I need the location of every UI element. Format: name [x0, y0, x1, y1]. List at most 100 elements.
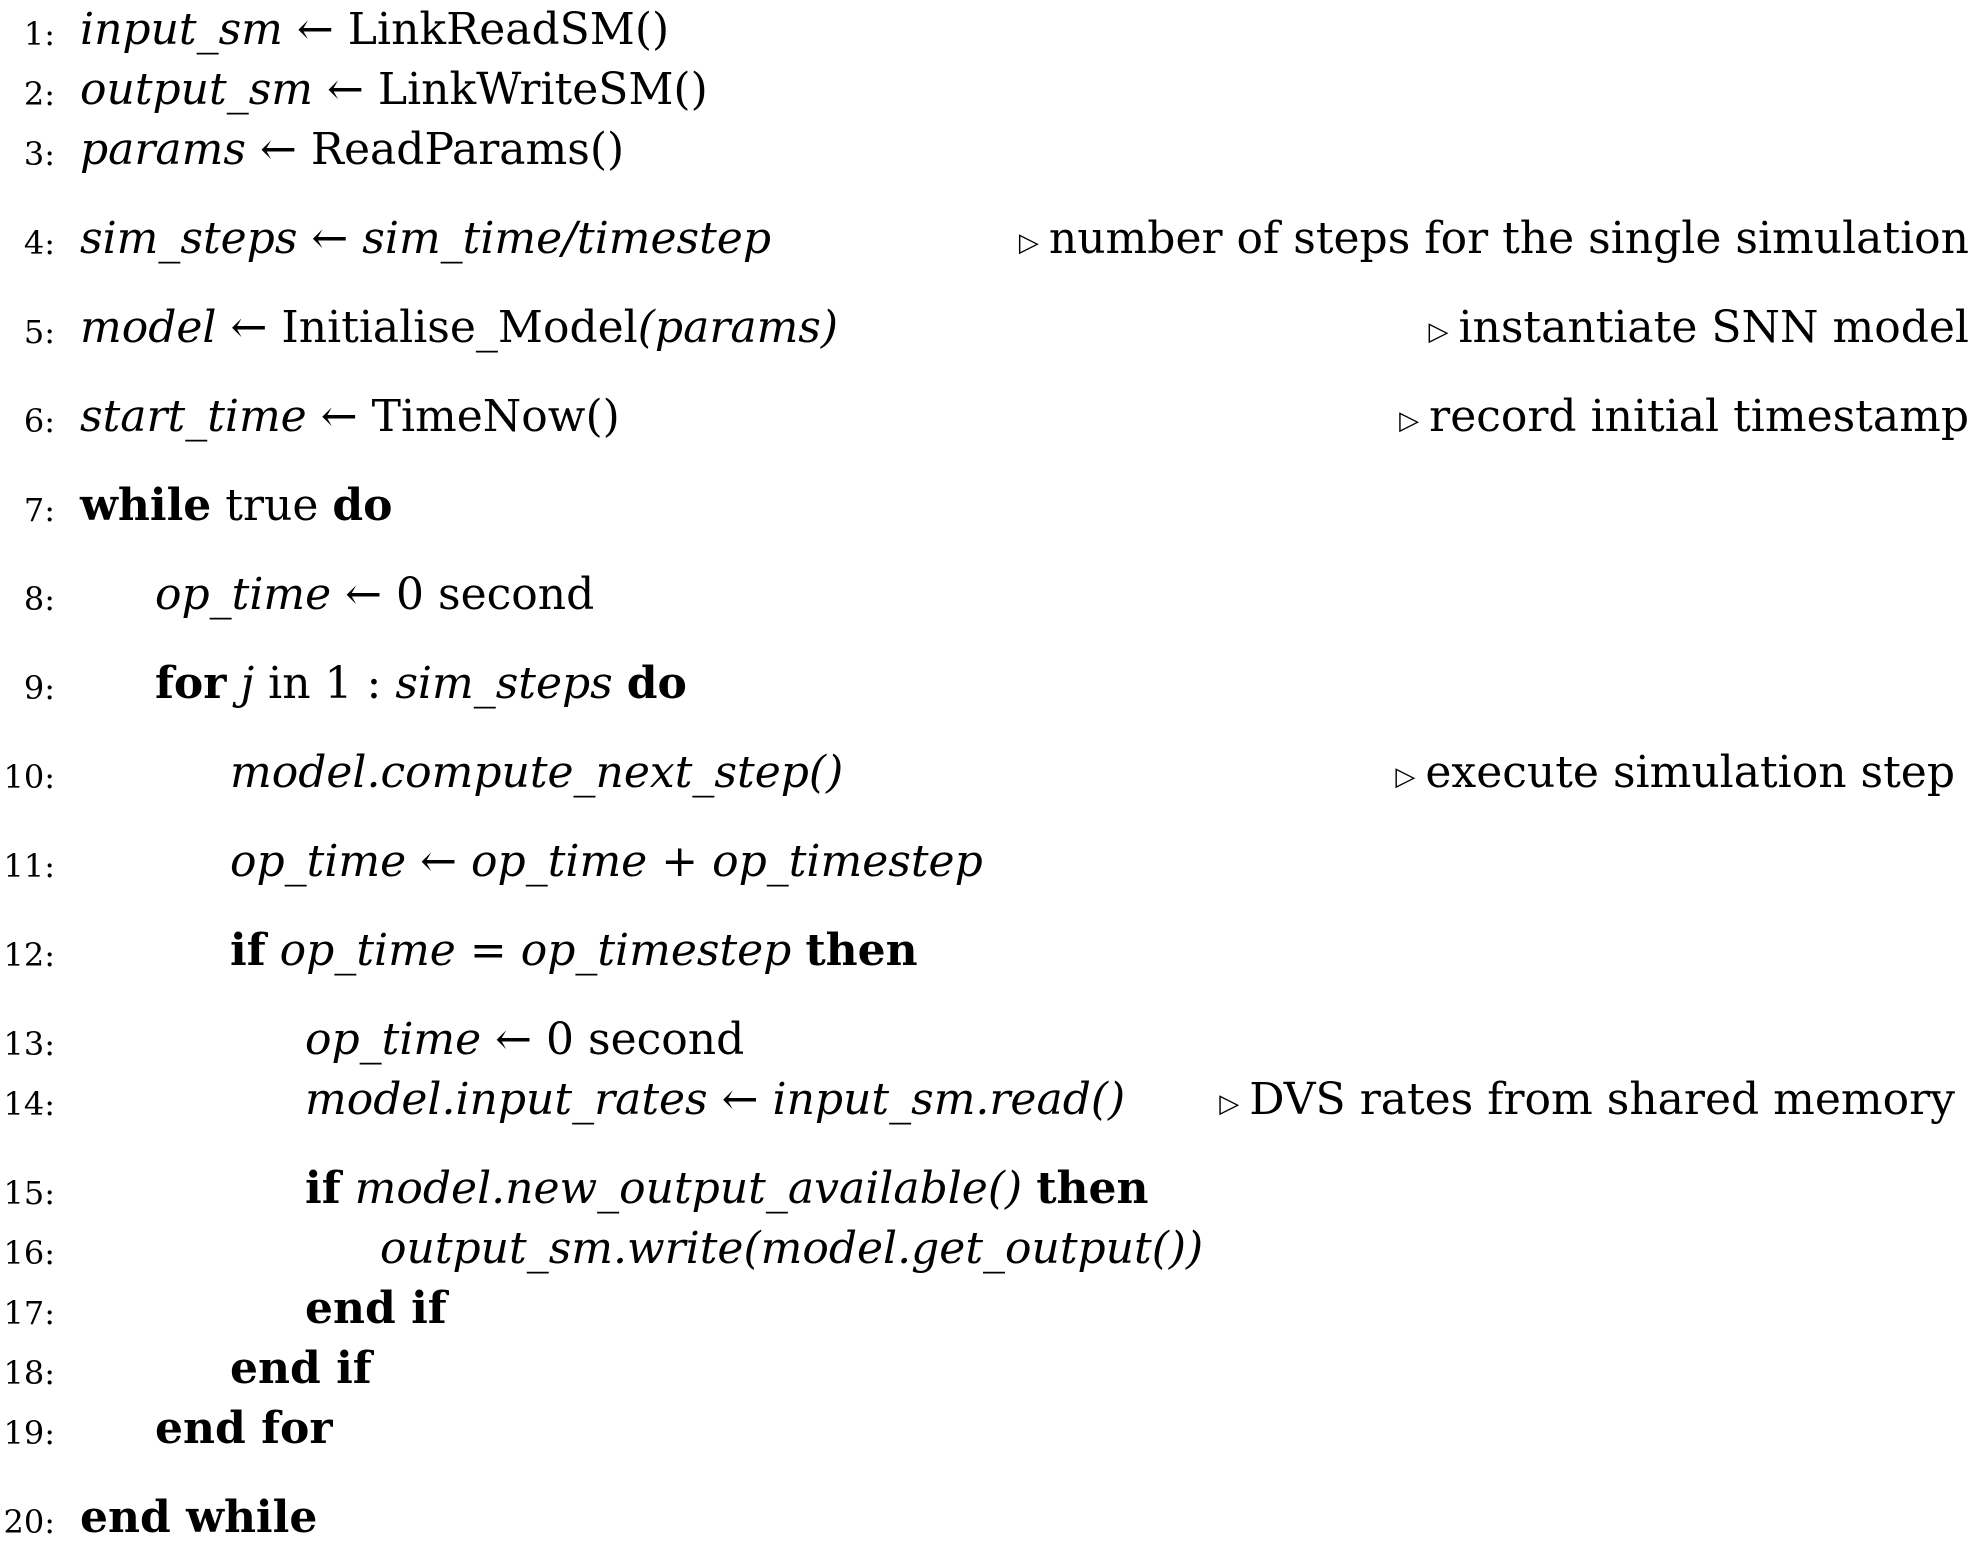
condition-rhs: op_timestep: [520, 925, 792, 976]
line-number: 15:: [3, 1174, 56, 1212]
line-number: 3:: [23, 135, 55, 173]
line-comment: ▷instantiate SNN model: [1428, 306, 1969, 350]
plus-operator: +: [661, 836, 699, 887]
assign-arrow: ←: [721, 1074, 759, 1125]
line-number: 17:: [3, 1294, 56, 1332]
line-number: 9:: [23, 669, 55, 707]
algorithm-line: 2: output_sm ← LinkWriteSM(): [0, 60, 1977, 120]
comment-text: instantiate SNN model: [1458, 302, 1969, 353]
line-number: 16:: [3, 1234, 56, 1272]
line-code: op_time ← op_time + op_timestep: [230, 840, 983, 884]
condition: model.new_output_available(): [354, 1163, 1023, 1214]
line-code: for j in 1 : sim_steps do: [155, 662, 687, 706]
condition: true: [225, 480, 319, 531]
algorithm-line: 3: params ← ReadParams(): [0, 120, 1977, 180]
comment-text: number of steps for the single simulatio…: [1048, 213, 1969, 264]
algorithm-line: 11: op_time ← op_time + op_timestep: [0, 832, 1977, 892]
line-code: model.compute_next_step(): [230, 751, 843, 795]
function-call: LinkReadSM(): [347, 4, 670, 55]
line-number: 20:: [3, 1503, 56, 1541]
line-number: 1:: [23, 15, 55, 53]
line-code: if op_time = op_timestep then: [230, 929, 918, 973]
function-argument: (params): [637, 302, 839, 353]
statement: output_sm.write(model.get_output()): [380, 1223, 1204, 1274]
line-number: 6:: [23, 402, 55, 440]
assign-arrow: ←: [230, 302, 268, 353]
keyword: do: [626, 658, 687, 709]
algorithm-line: 4: sim_steps ← sim_time/timestep ▷number…: [0, 209, 1977, 269]
line-number: 4:: [23, 224, 55, 262]
algorithm-line: 12: if op_time = op_timestep then: [0, 921, 1977, 981]
line-code: input_sm ← LinkReadSM(): [80, 8, 669, 52]
line-code: output_sm ← LinkWriteSM(): [80, 68, 708, 112]
algorithm-line: 20: end while: [0, 1488, 1977, 1548]
comment-text: execute simulation step: [1425, 747, 1955, 798]
line-number: 19:: [3, 1414, 56, 1452]
algorithm-line: 6: start_time ← TimeNow() ▷ record initia…: [0, 387, 1977, 447]
keyword: for: [155, 658, 227, 709]
comment-triangle-icon: ▷: [1018, 227, 1039, 258]
line-number: 14:: [3, 1085, 56, 1123]
line-comment: ▷execute simulation step: [1395, 751, 1955, 795]
algorithm-line: 13: op_time ← 0 second: [0, 1010, 1977, 1070]
function-call: input_sm.read(): [772, 1074, 1126, 1125]
algorithm-line: 19: end for: [0, 1399, 1977, 1459]
keyword: then: [1036, 1163, 1149, 1214]
line-code: op_time ← 0 second: [305, 1018, 744, 1062]
variable: model: [80, 302, 217, 353]
function-call: TimeNow(): [371, 391, 620, 442]
keyword: end if: [305, 1283, 447, 1334]
loop-end: sim_steps: [395, 658, 613, 709]
line-code: while true do: [80, 484, 393, 528]
statement: model.compute_next_step(): [230, 747, 844, 798]
line-number: 18:: [3, 1354, 56, 1392]
condition-lhs: op_time: [279, 925, 456, 976]
algorithm-line: 8: op_time ← 0 second: [0, 565, 1977, 625]
variable: op_time: [230, 836, 407, 887]
line-code: if model.new_output_available() then: [305, 1167, 1149, 1211]
assign-arrow: ←: [311, 213, 349, 264]
variable: input_sm: [80, 4, 283, 55]
line-number: 5:: [23, 313, 55, 351]
line-number: 2:: [23, 75, 55, 113]
loop-range: in 1 :: [268, 658, 382, 709]
keyword: then: [805, 925, 918, 976]
expression-operand: op_timestep: [712, 836, 983, 887]
line-code: params ← ReadParams(): [80, 128, 624, 172]
expression-operand: sim_time: [362, 213, 563, 264]
line-number: 8:: [23, 580, 55, 618]
algorithm-line: 10: model.compute_next_step() ▷execute s…: [0, 743, 1977, 803]
line-code: model ← Initialise_Model(params): [80, 306, 838, 350]
function-call: LinkWriteSM(): [377, 64, 708, 115]
line-comment: ▷number of steps for the single simulati…: [1019, 217, 1969, 261]
keyword: do: [332, 480, 393, 531]
comment-text: record initial timestamp: [1429, 391, 1969, 442]
line-code: output_sm.write(model.get_output()): [380, 1227, 1203, 1271]
line-number: 10:: [3, 758, 56, 796]
comment-triangle-icon: ▷: [1219, 1088, 1240, 1119]
expression-operand: op_time: [471, 836, 648, 887]
algorithm-line: 17: end if: [0, 1279, 1977, 1339]
keyword: if: [230, 925, 266, 976]
comment-triangle-icon: ▷: [1428, 316, 1449, 347]
assign-arrow: ←: [420, 836, 458, 887]
expression-operand: timestep: [577, 213, 771, 264]
line-code: op_time ← 0 second: [155, 573, 594, 617]
algorithm-line: 7: while true do: [0, 476, 1977, 536]
assign-arrow: ←: [345, 569, 383, 620]
algorithm-line: 15: if model.new_output_available() then: [0, 1159, 1977, 1219]
value: 0 second: [396, 569, 595, 620]
assign-arrow: ←: [296, 4, 334, 55]
variable: params: [80, 124, 246, 175]
line-code: start_time ← TimeNow(): [80, 395, 620, 439]
variable: start_time: [80, 391, 307, 442]
loop-variable: j: [240, 658, 255, 709]
line-number: 12:: [3, 936, 56, 974]
line-code: sim_steps ← sim_time/timestep: [80, 217, 771, 261]
comment-triangle-icon: ▷: [1399, 405, 1420, 436]
comment-text: DVS rates from shared memory: [1249, 1074, 1955, 1125]
variable: output_sm: [80, 64, 313, 115]
function-call: ReadParams(): [310, 124, 625, 175]
keyword: while: [80, 480, 212, 531]
